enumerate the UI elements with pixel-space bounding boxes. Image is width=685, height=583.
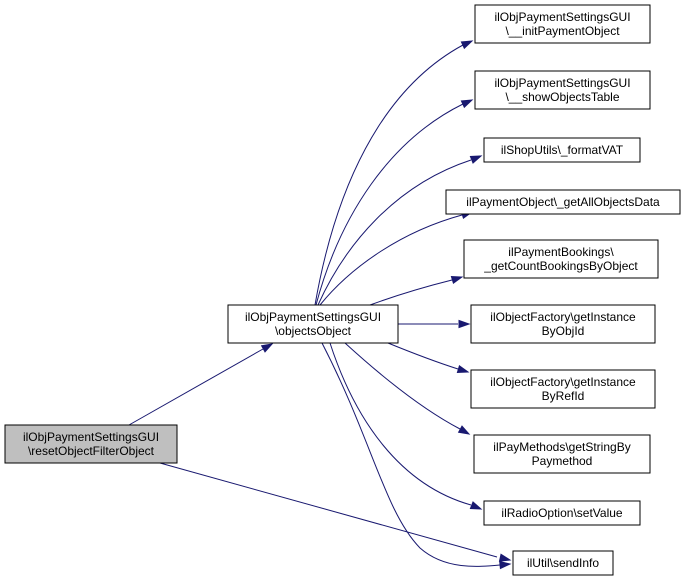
node-box <box>4 424 178 464</box>
node-label-line: ilObjPaymentSettingsGUI <box>245 310 381 324</box>
arrowhead-icon <box>460 40 474 50</box>
edge-line <box>329 342 472 506</box>
edge-line <box>344 342 461 430</box>
arrowhead-icon <box>456 364 470 374</box>
edge-objects-to-count <box>369 275 464 306</box>
arrowhead-icon <box>498 553 512 562</box>
node-label-line: _getCountBookingsByObject <box>483 259 638 273</box>
arrowhead-icon <box>457 425 471 435</box>
node-sendinfo[interactable]: ilUtil\sendInfo <box>512 550 614 576</box>
arrowhead-icon <box>450 275 464 285</box>
edge-objects-to-show <box>315 99 474 306</box>
node-alldata[interactable]: ilPaymentObject\_getAllObjectsData <box>445 189 681 215</box>
arrowhead-icon <box>458 319 471 329</box>
node-label-line: \resetObjectFilterObject <box>28 444 155 458</box>
edge-objects-to-sendinfo <box>321 342 512 570</box>
edge-line <box>128 348 264 426</box>
node-box <box>445 189 681 215</box>
node-reset: ilObjPaymentSettingsGUI\resetObjectFilte… <box>4 424 178 464</box>
node-count[interactable]: ilPaymentBookings\_getCountBookingsByObj… <box>463 239 659 279</box>
edge-line <box>159 462 498 558</box>
edge-reset-to-objects <box>128 343 274 426</box>
node-init[interactable]: ilObjPaymentSettingsGUI\__initPaymentObj… <box>474 4 651 44</box>
node-label-line: \objectsObject <box>275 324 352 338</box>
node-label-line: ByRefId <box>542 389 585 403</box>
arrowhead-icon <box>469 501 483 510</box>
node-show[interactable]: ilObjPaymentSettingsGUI\__showObjectsTab… <box>474 70 651 110</box>
node-box <box>473 434 651 474</box>
node-label-line: ilObjectFactory\getInstance <box>490 375 636 389</box>
node-label-line: ilObjPaymentSettingsGUI <box>494 10 630 24</box>
node-box <box>483 500 641 526</box>
edge-objects-to-vat <box>317 155 483 306</box>
node-label-line: ilRadioOption\setValue <box>501 506 623 520</box>
node-label-line: Paymethod <box>532 454 593 468</box>
node-box <box>470 304 656 344</box>
edge-objects-to-radio <box>329 342 483 510</box>
edge-line <box>321 342 501 567</box>
edge-line <box>317 159 472 306</box>
node-label-line: ilPayMethods\getStringBy <box>493 440 630 454</box>
node-box <box>474 4 651 44</box>
node-box <box>470 369 656 409</box>
edge-line <box>319 214 463 306</box>
edge-objects-to-paymeth <box>344 342 471 435</box>
node-label-line: \__showObjectsTable <box>505 90 619 104</box>
arrowhead-icon <box>469 155 483 164</box>
node-label-line: ilObjPaymentSettingsGUI <box>494 76 630 90</box>
arrowhead-icon <box>460 99 474 109</box>
node-objects[interactable]: ilObjPaymentSettingsGUI\objectsObject <box>227 304 399 344</box>
node-radio[interactable]: ilRadioOption\setValue <box>483 500 641 526</box>
node-box <box>474 70 651 110</box>
node-label-line: ilPaymentBookings\ <box>508 245 614 259</box>
node-label-line: ilObjPaymentSettingsGUI <box>23 430 159 444</box>
edge-line <box>314 44 464 306</box>
edge-line <box>369 279 453 306</box>
edge-line <box>315 103 464 306</box>
node-box <box>512 550 614 576</box>
edge-line <box>387 342 459 370</box>
node-label-line: ilUtil\sendInfo <box>527 556 599 570</box>
edge-reset-to-sendinfo <box>159 462 512 562</box>
graph-nodes: ilObjPaymentSettingsGUI\resetObjectFilte… <box>4 4 681 576</box>
node-label-line: ByObjId <box>542 324 585 338</box>
node-label-line: \__initPaymentObject <box>505 24 620 38</box>
node-label-line: ilPaymentObject\_getAllObjectsData <box>466 195 660 209</box>
edge-objects-to-byref <box>387 342 470 374</box>
node-box <box>483 137 641 163</box>
node-box <box>227 304 399 344</box>
edge-objects-to-byobj <box>398 319 471 329</box>
graph-edges <box>128 40 512 570</box>
arrowhead-icon <box>499 560 512 570</box>
node-label-line: ilShopUtils\_formatVAT <box>501 143 624 157</box>
node-box <box>463 239 659 279</box>
edge-objects-to-alldata <box>319 210 474 306</box>
arrowhead-icon <box>260 343 274 353</box>
edge-objects-to-init <box>314 40 474 306</box>
node-vat[interactable]: ilShopUtils\_formatVAT <box>483 137 641 163</box>
node-label-line: ilObjectFactory\getInstance <box>490 310 636 324</box>
